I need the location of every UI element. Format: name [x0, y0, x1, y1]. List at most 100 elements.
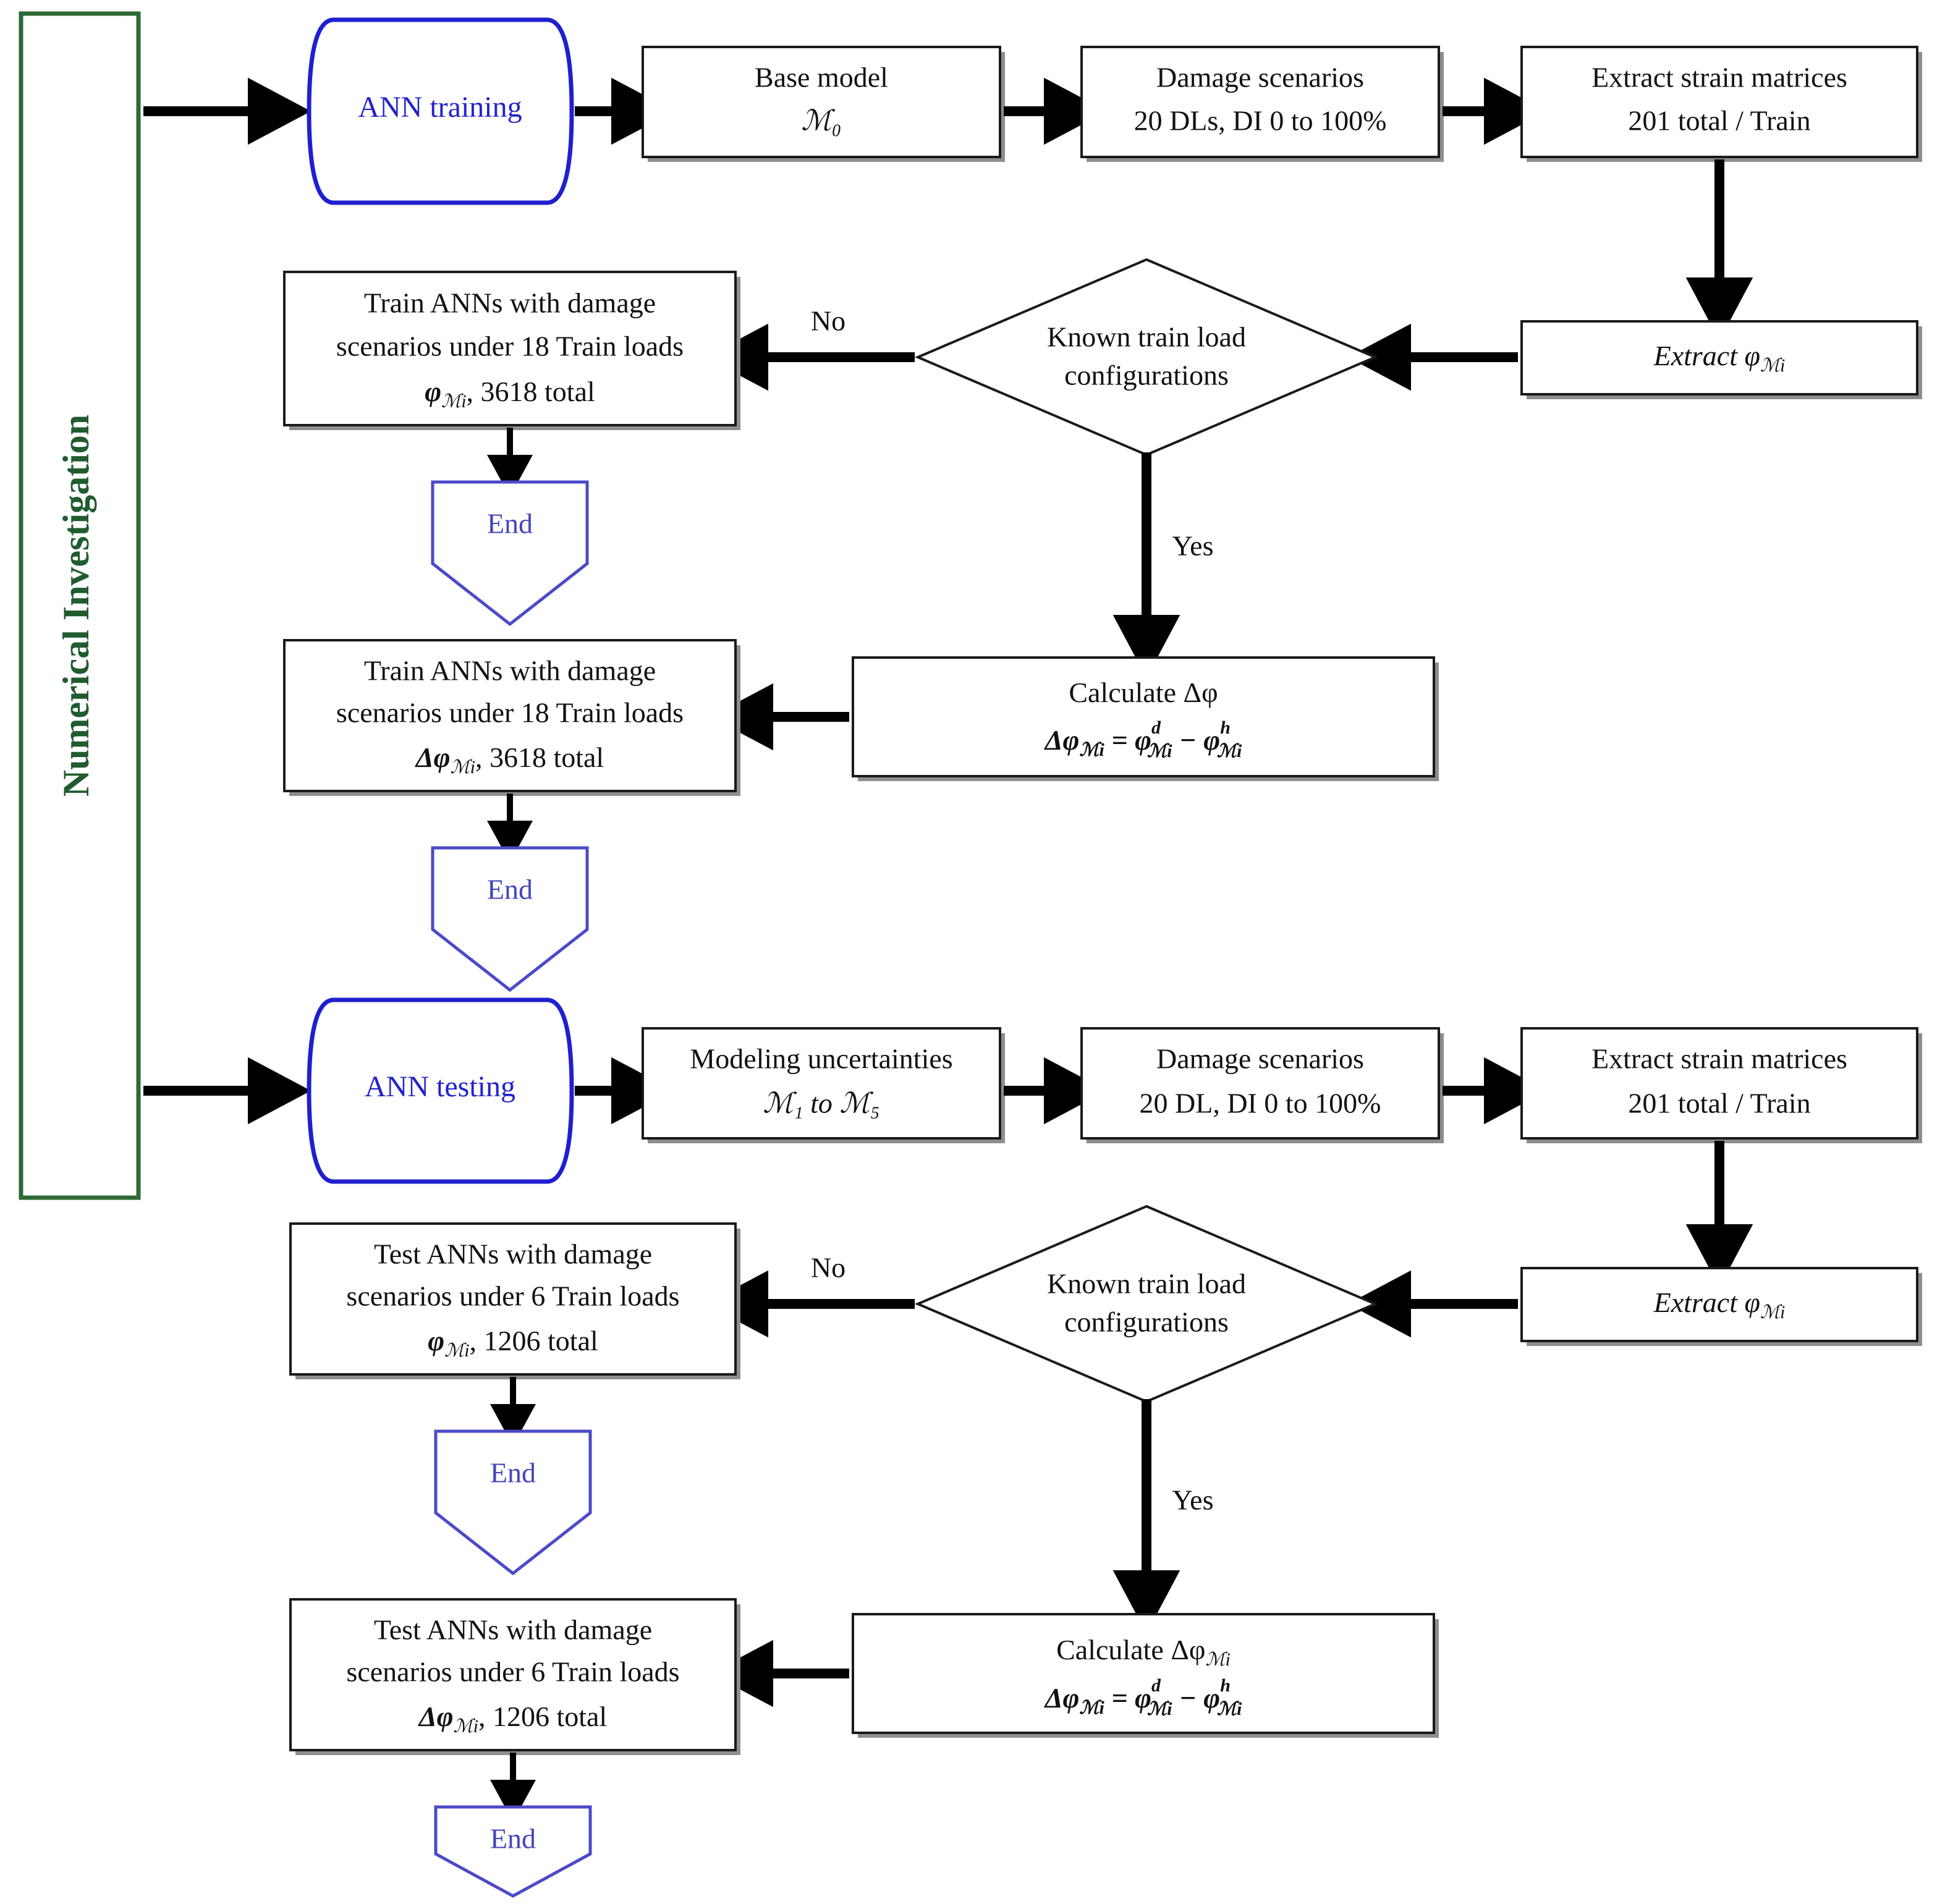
formula-t1-testing: φ [1135, 1682, 1151, 1714]
node-train-anns-delta-phi[interactable]: Train ANNs with damage scenarios under 1… [283, 639, 740, 796]
test-anns-delta-line2: scenarios under 6 Train loads [346, 1656, 679, 1688]
calculate-training-box[interactable] [852, 656, 1435, 777]
decision-testing-line1: Known train load [1047, 1268, 1246, 1300]
formula-lhs-sub-training: ℳi [1079, 740, 1104, 760]
extract-phi-testing-box[interactable] [1520, 1267, 1918, 1342]
extract-phi-testing-main: Extract φ [1653, 1287, 1760, 1318]
extract-strain-testing-line1: Extract strain matrices [1591, 1043, 1847, 1075]
extract-phi-training-box[interactable] [1520, 320, 1918, 396]
damage-testing-line1: Damage scenarios [1156, 1043, 1364, 1075]
node-extract-phi-testing[interactable]: Extract φℳi [1520, 1267, 1922, 1346]
decision-training-line1: Known train load [1047, 321, 1246, 353]
node-extract-strain-testing[interactable]: Extract strain matrices 201 total / Trai… [1520, 1027, 1922, 1143]
node-damage-scenarios-testing[interactable]: Damage scenarios 20 DL, DI 0 to 100% [1080, 1027, 1444, 1143]
node-end-testing-1[interactable]: End [434, 1429, 592, 1576]
test-anns-phi-box[interactable] [289, 1222, 737, 1376]
train-anns-phi-box[interactable] [283, 271, 737, 426]
damage-testing-box[interactable] [1080, 1027, 1440, 1140]
extract-strain-training-line2: 201 total / Train [1628, 105, 1810, 137]
decision-yes-label-testing: Yes [1172, 1484, 1214, 1516]
test-anns-phi-line1: Test ANNs with damage [374, 1238, 652, 1270]
decision-training-shape[interactable] [914, 258, 1379, 457]
test-anns-phi-line3: φℳi, 1206 total [428, 1325, 598, 1361]
test-anns-delta-count: , 1206 total [478, 1701, 607, 1732]
end-testing-2-label: End [490, 1823, 536, 1855]
end-training-2-shape[interactable] [431, 846, 589, 992]
calculate-testing-box[interactable] [852, 1613, 1435, 1734]
end-training-1-shape[interactable] [431, 480, 589, 627]
node-decision-testing[interactable]: Known train load configurations [914, 1204, 1379, 1403]
end-training-1-label: End [487, 508, 533, 539]
formula-eq-training: = [1104, 724, 1135, 756]
ann-testing-label: ANN testing [365, 1070, 515, 1103]
formula-t1-training: φ [1135, 724, 1151, 756]
test-anns-phi-symbol: φ [428, 1325, 444, 1356]
node-extract-phi-training[interactable]: Extract φℳi [1520, 320, 1922, 399]
formula-t1-sup-training: d [1151, 717, 1161, 738]
train-anns-delta-box[interactable] [283, 639, 737, 792]
formula-t2-sup-training: h [1220, 717, 1231, 738]
node-end-training-2[interactable]: End [431, 846, 589, 992]
extract-strain-training-line1: Extract strain matrices [1591, 62, 1847, 93]
node-ann-testing[interactable]: ANN testing [307, 997, 574, 1184]
end-testing-1-shape[interactable] [434, 1429, 592, 1576]
end-testing-2-shape[interactable] [434, 1805, 592, 1898]
extract-phi-training-sub: ℳi [1760, 355, 1785, 376]
node-damage-scenarios-training[interactable]: Damage scenarios 20 DLs, DI 0 to 100% [1080, 46, 1444, 162]
extract-strain-testing-line2: 201 total / Train [1628, 1088, 1810, 1119]
node-ann-training[interactable]: ANN training [307, 17, 574, 205]
decision-no-label-training: No [811, 305, 845, 337]
formula-t2-training: φ [1203, 724, 1220, 756]
train-anns-phi-line3: φℳi, 3618 total [425, 376, 595, 412]
ann-training-shape[interactable] [307, 17, 574, 205]
train-anns-delta-line3: Δφℳi, 3618 total [415, 742, 604, 777]
formula-t2-testing: φ [1203, 1682, 1220, 1714]
node-test-anns-delta-phi[interactable]: Test ANNs with damage scenarios under 6 … [289, 1598, 740, 1755]
ann-training-label: ANN training [358, 91, 522, 124]
calculate-training-title-text: Calculate Δφ [1069, 677, 1218, 708]
extract-phi-testing-sub: ℳi [1760, 1302, 1785, 1322]
node-decision-training[interactable]: Known train load configurations [914, 258, 1379, 457]
formula-minus-testing: − [1172, 1682, 1203, 1714]
damage-training-line1: Damage scenarios [1156, 62, 1364, 93]
calculate-testing-title: Calculate Δφℳi [1056, 1634, 1231, 1670]
ann-testing-shape[interactable] [307, 997, 574, 1184]
node-extract-strain-training[interactable]: Extract strain matrices 201 total / Trai… [1520, 46, 1922, 162]
train-anns-phi-count: , 3618 total [467, 376, 595, 407]
node-train-anns-phi[interactable]: Train ANNs with damage scenarios under 1… [283, 271, 740, 430]
node-modeling-uncertainties[interactable]: Modeling uncertainties ℳ₁ to ℳ₅ [642, 1027, 1005, 1143]
decision-testing-shape[interactable] [914, 1204, 1379, 1403]
train-anns-delta-count: , 3618 total [475, 742, 604, 773]
base-model-box[interactable] [642, 46, 1001, 158]
test-anns-delta-symbol: Δφ [418, 1701, 454, 1732]
decision-testing-line2: configurations [1064, 1306, 1229, 1338]
extract-strain-testing-box[interactable] [1520, 1027, 1918, 1140]
extract-phi-training-main: Extract φ [1653, 340, 1760, 371]
train-anns-delta-line2: scenarios under 18 Train loads [336, 697, 684, 729]
train-anns-phi-line2: scenarios under 18 Train loads [336, 331, 684, 362]
modeling-uncertainties-line2: ℳ₁ to ℳ₅ [763, 1088, 879, 1119]
group-container: Numerical Investigation [19, 11, 141, 1200]
modeling-uncertainties-box[interactable] [642, 1027, 1001, 1140]
node-base-model[interactable]: Base model ℳ₀ [642, 46, 1005, 162]
node-end-training-1[interactable]: End [431, 480, 589, 627]
train-anns-phi-symbol: φ [425, 376, 441, 407]
formula-t1-sub-testing: ℳi [1147, 1699, 1172, 1719]
test-anns-delta-box[interactable] [289, 1598, 737, 1751]
formula-lhs-testing: Δφ [1044, 1682, 1080, 1714]
formula-t2-sup-testing: h [1220, 1675, 1231, 1696]
extract-phi-training-label: Extract φℳi [1653, 340, 1786, 376]
node-test-anns-phi[interactable]: Test ANNs with damage scenarios under 6 … [289, 1222, 740, 1379]
test-anns-phi-count: , 1206 total [470, 1325, 598, 1356]
node-end-testing-2[interactable]: End [434, 1805, 592, 1898]
damage-training-box[interactable] [1080, 46, 1440, 158]
train-anns-delta-line1: Train ANNs with damage [364, 655, 656, 687]
base-model-line2: ℳ₀ [801, 105, 841, 137]
extract-strain-training-box[interactable] [1520, 46, 1918, 158]
formula-t2-sub-training: ℳi [1217, 741, 1242, 761]
end-testing-1-label: End [490, 1457, 536, 1489]
